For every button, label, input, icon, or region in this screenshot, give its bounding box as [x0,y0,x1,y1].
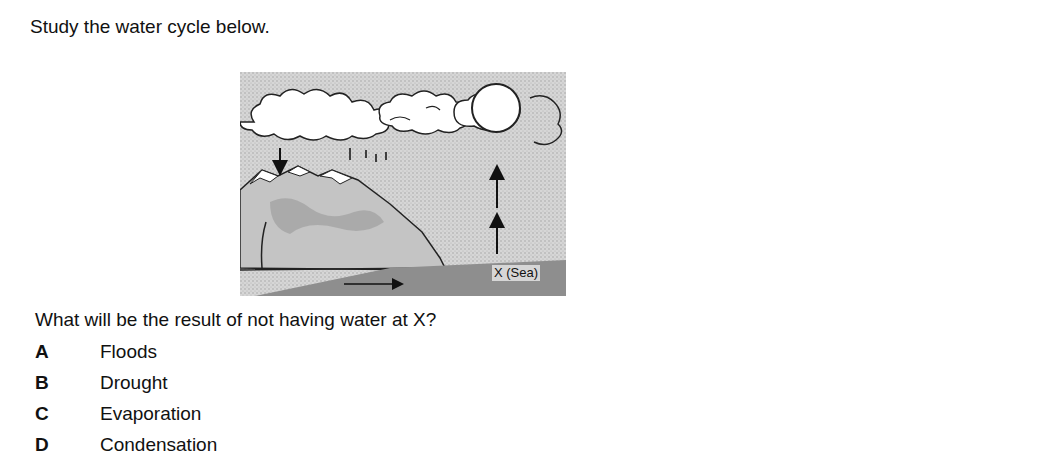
option-letter: D [35,434,49,457]
water-cycle-illustration [240,72,566,296]
option-letter: C [35,403,49,426]
instruction-text: Study the water cycle below. [30,16,270,39]
question-text: What will be the result of not having wa… [35,309,436,332]
option-text: Condensation [100,434,217,457]
option-text: Drought [100,372,168,395]
option-letter: B [35,372,49,395]
sea-label: X (Sea) [492,265,540,281]
option-text: Floods [100,341,157,364]
option-text: Evaporation [100,403,201,426]
option-letter: A [35,341,49,364]
